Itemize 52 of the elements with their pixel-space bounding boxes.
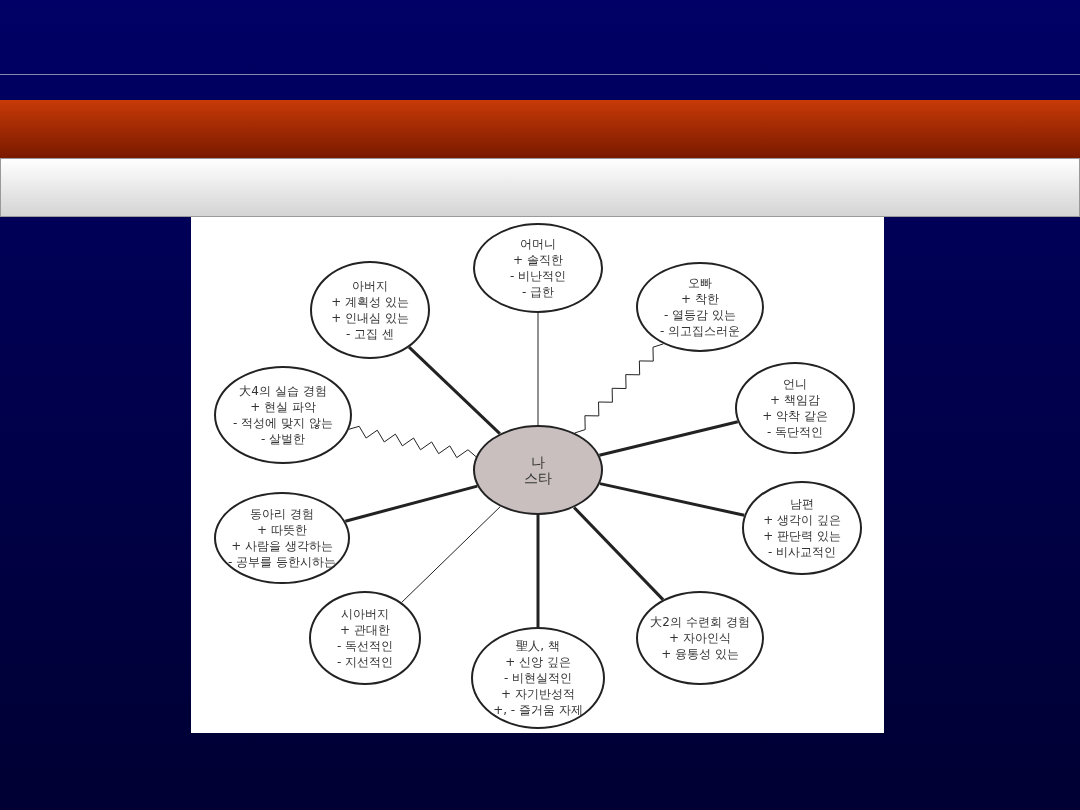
- circle-text: 스타: [524, 470, 552, 486]
- connector-line: [344, 484, 478, 523]
- connector-line: [536, 515, 540, 627]
- circle-text: 언니: [783, 376, 807, 392]
- circle-text: - 비현실적인: [503, 670, 573, 686]
- circle-text: + 사람을 생각하는: [231, 538, 333, 554]
- circle-text: 시아버지: [341, 606, 389, 622]
- circle-text: + 따뜻한: [257, 522, 307, 538]
- circle-text: 어머니: [520, 236, 556, 252]
- circle-text: + 판단력 있는: [763, 528, 841, 544]
- circle-text: + 자기반성적: [501, 686, 575, 702]
- circle-text: - 공부를 등한시하는: [228, 554, 336, 570]
- circle-text: - 의고집스러운: [659, 323, 741, 339]
- circle-text: - 비난적인: [509, 268, 567, 284]
- circle-text: 大4의 실습 경험: [239, 383, 327, 399]
- connector-line: [599, 420, 739, 457]
- connector-line: [408, 346, 501, 435]
- circle-text: + 착한: [681, 291, 719, 307]
- circle-text: - 독단적인: [766, 424, 824, 440]
- circle-text: + 신앙 깊은: [505, 654, 571, 670]
- circle-text: + 악착 같은: [762, 408, 828, 424]
- circle-text: + 관대한: [340, 622, 390, 638]
- circle-text: - 열등감 있는: [664, 307, 736, 323]
- circle-text: + 솔직한: [513, 252, 563, 268]
- connector-line: [537, 312, 539, 426]
- circle-text: 오빠: [688, 275, 712, 291]
- circle-text: + 인내심 있는: [331, 310, 409, 326]
- connector-line: [401, 506, 501, 603]
- circle-text: - 지선적인: [336, 654, 394, 670]
- circle-text: + 책임감: [770, 392, 820, 408]
- connector-line: [599, 482, 745, 517]
- circle-text: 大2의 수련회 경험: [650, 614, 750, 630]
- circle-text: - 급한: [521, 284, 555, 300]
- connector-line: [573, 506, 665, 601]
- circle-text: 남편: [790, 496, 814, 512]
- connector-line: [574, 343, 664, 434]
- circle-text: 聖人, 책: [516, 638, 560, 654]
- circle-text: - 고집 센: [346, 326, 394, 342]
- circle-text: +, - 즐거움 자제: [493, 702, 583, 718]
- circle-text: 나: [531, 454, 545, 470]
- circle-text: - 비사교적인: [767, 544, 837, 560]
- circle-text: + 융통성 있는: [661, 646, 739, 662]
- circle-text: + 생각이 깊은: [763, 512, 841, 528]
- connector-line: [348, 425, 477, 459]
- circle-text: 동아리 경험: [250, 506, 314, 522]
- circle-text: 아버지: [352, 278, 388, 294]
- circle-text: + 자아인식: [669, 630, 731, 646]
- circle-text: + 계획성 있는: [331, 294, 409, 310]
- circle-text: - 적성에 맞지 않는: [233, 415, 333, 431]
- circle-text: - 살벌한: [260, 431, 306, 447]
- circle-text: + 현실 파악: [250, 399, 316, 415]
- circle-text: - 독선적인: [336, 638, 394, 654]
